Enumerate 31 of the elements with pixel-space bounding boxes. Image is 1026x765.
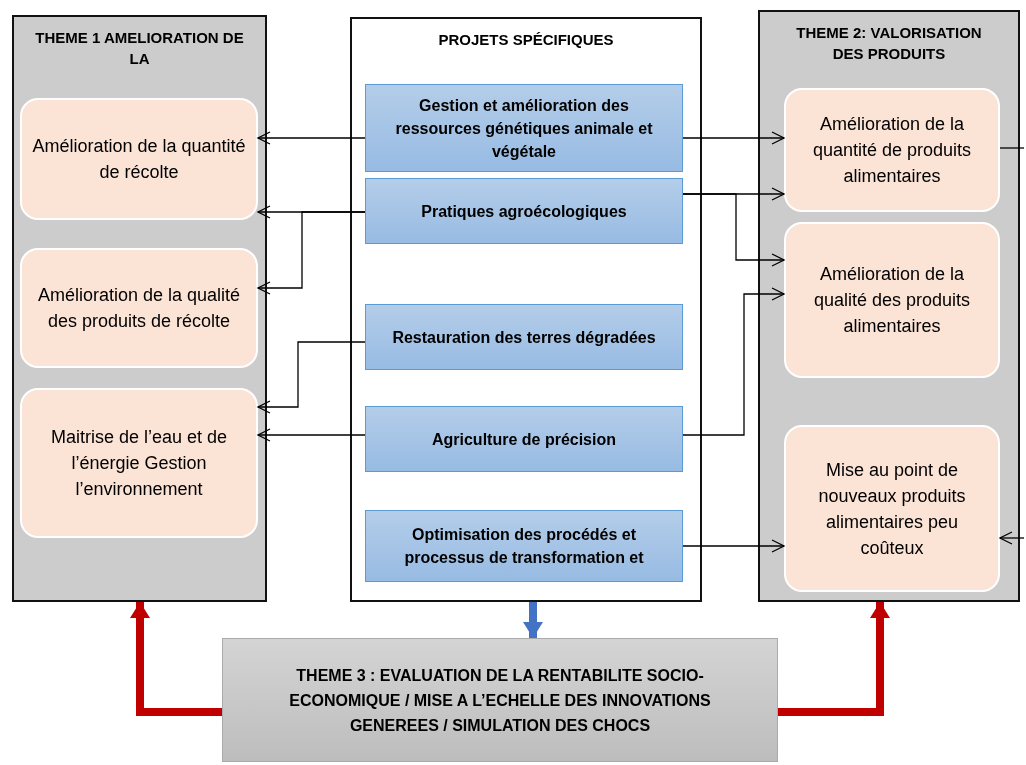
arrow: [257, 131, 366, 145]
outcome-box: Mise au point de nouveaux produits alimentaires peu coûteux: [784, 425, 1000, 592]
project-box: Gestion et amélioration des ressources génétiques animale et végétale: [365, 84, 683, 172]
arrow: [682, 193, 785, 267]
arrow: [778, 602, 890, 716]
outcome-box: Amélioration de la quantité de récolte: [20, 98, 258, 220]
arrow: [523, 602, 543, 638]
arrow: [682, 287, 785, 436]
evaluation-box: THEME 3 : EVALUATION DE LA RENTABILITE SOCIO-ECONOMIQUE / MISE A L’ECHELLE DES INNOVATIONS GENEREES / SIMULATION DES CHOCS: [222, 638, 778, 762]
arrow: [257, 211, 366, 295]
arrow: [257, 341, 366, 414]
outcome-box: Maitrise de l’eau et de l’énergie Gestion l’environnement: [20, 388, 258, 538]
arrow: [999, 531, 1025, 545]
panel-title: THEME 2: VALORISATION DES PRODUITS: [795, 23, 983, 64]
arrow: [257, 428, 366, 442]
project-box: Restauration des terres dégradées: [365, 304, 683, 370]
arrow: [130, 602, 222, 716]
outcome-box: Amélioration de la qualité des produits alimentaires: [784, 222, 1000, 378]
theme-panel: [12, 15, 267, 602]
arrow: [682, 131, 785, 145]
panel-title: THEME 1 AMELIORATION DE LA: [34, 28, 245, 69]
connector-line: [999, 147, 1025, 149]
project-box: Pratiques agroécologiques: [365, 178, 683, 244]
theme-panel: [758, 10, 1020, 602]
projects-panel: [350, 17, 702, 602]
project-box: Optimisation des procédés et processus de transformation et: [365, 510, 683, 582]
project-box: Agriculture de précision: [365, 406, 683, 472]
outcome-box: Amélioration de la quantité de produits alimentaires: [784, 88, 1000, 212]
arrow: [682, 539, 785, 553]
panel-title: PROJETS SPÉCIFIQUES: [437, 30, 615, 50]
outcome-box: Amélioration de la qualité des produits de récolte: [20, 248, 258, 368]
